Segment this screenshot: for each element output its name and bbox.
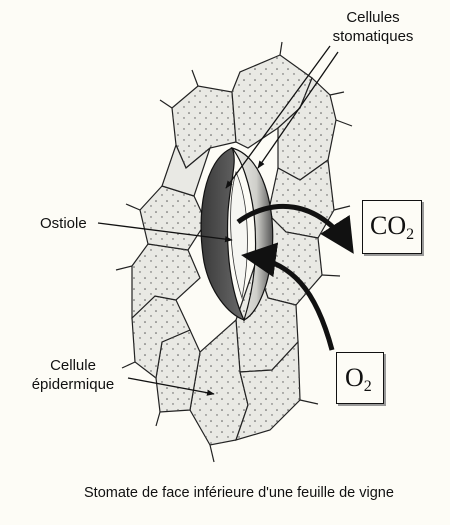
pointer-lines [97,45,339,396]
epidermal-label-line1: Cellule [50,357,96,374]
figure-caption: Stomate de face inférieure d'une feuille… [84,485,394,501]
stomatal-cells-label-line1: Cellules [346,9,400,26]
epidermal-cell-label: Cellule épidermique [18,356,128,394]
epidermal-label-line2: épidermique [31,376,115,393]
pointer-guard-left [225,45,331,189]
o2-entry-arrow [241,242,335,351]
stomatal-cells-label: Cellules stomatiques [318,8,428,46]
co2-formula: CO2 [370,211,414,244]
o2-base: O [345,363,364,392]
o2-subscript: 2 [363,378,372,395]
co2-exit-arrow [236,203,354,254]
co2-box: CO2 [362,200,422,254]
o2-formula: O2 [345,363,372,396]
co2-base: CO [370,211,407,240]
pointer-epidermal [127,377,215,396]
pointer-guard-right [257,51,339,169]
pointer-ostiole [97,222,233,243]
cell-wall-stubs [115,41,353,463]
o2-box: O2 [336,352,384,404]
stomatal-cells-label-line2: stomatiques [332,28,414,45]
co2-subscript: 2 [406,226,415,243]
ostiole-label: Ostiole [40,215,87,232]
ostiole-pore [230,170,248,300]
cell-granules [132,55,336,445]
